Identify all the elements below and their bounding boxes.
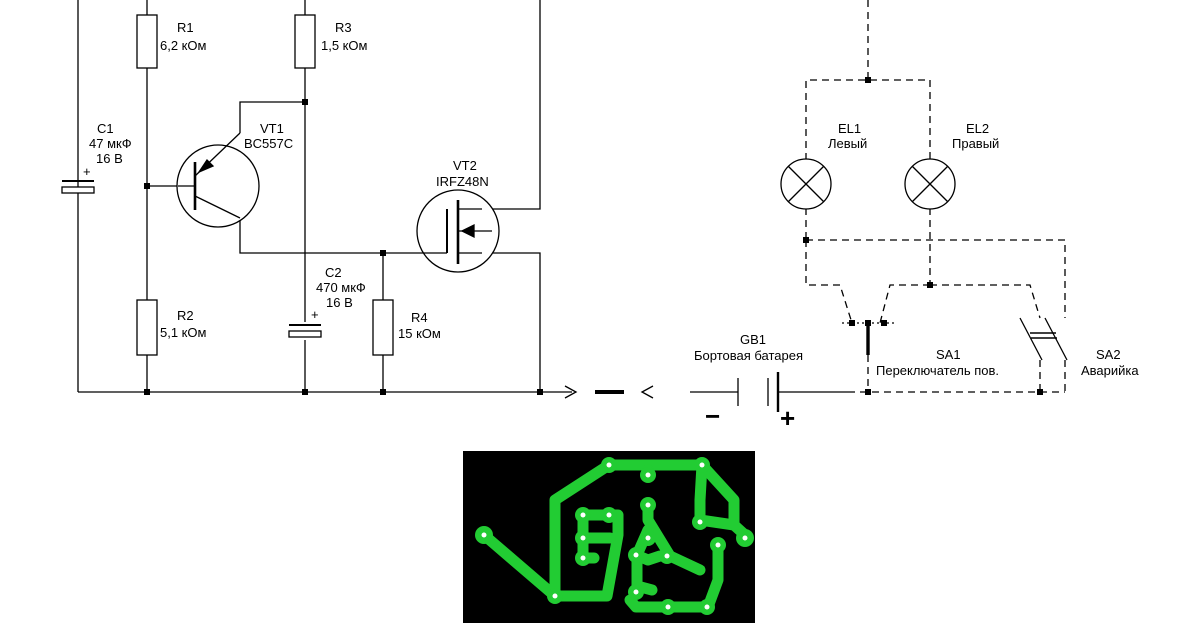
c2-voltage: 16 В (326, 295, 353, 310)
r3-value: 1,5 кОм (321, 38, 367, 53)
r2-value: 5,1 кОм (160, 325, 206, 340)
ground-connector (564, 385, 654, 399)
lamp-el1 (780, 158, 832, 210)
circuit-wires (77, 0, 848, 393)
lamp-el2 (904, 158, 956, 210)
c1-value: 47 мкФ (89, 136, 132, 151)
c2-value: 470 мкФ (316, 280, 366, 295)
resistor-r2 (136, 299, 158, 356)
el2-name: Правый (952, 136, 999, 151)
capacitor-c2 (288, 324, 322, 338)
dashed-wires (805, 0, 1066, 393)
r1-value: 6,2 кОм (160, 38, 206, 53)
el1-name: Левый (828, 136, 867, 151)
vt1-part: BC557C (244, 136, 293, 151)
c1-ref: C1 (97, 121, 114, 136)
mosfet-vt2 (416, 189, 500, 273)
battery-gb1 (737, 372, 780, 412)
vt2-part: IRFZ48N (436, 174, 489, 189)
vt2-ref: VT2 (453, 158, 477, 173)
c2-ref: C2 (325, 265, 342, 280)
el1-ref: EL1 (838, 121, 861, 136)
switch-sa2 (1019, 317, 1068, 361)
sa2-name: Аварийка (1081, 363, 1139, 378)
gb1-ref: GB1 (740, 332, 766, 347)
resistor-r1 (136, 14, 158, 69)
resistor-r4 (372, 299, 394, 356)
battery-minus-sign: − (705, 401, 720, 431)
capacitor-c1 (61, 180, 95, 194)
pcb-pad-holes (481, 462, 748, 610)
c2-polarity: + (311, 307, 319, 322)
pcb-board (463, 451, 755, 623)
sa2-ref: SA2 (1096, 347, 1121, 362)
r3-ref: R3 (335, 20, 352, 35)
c1-voltage: 16 В (96, 151, 123, 166)
transistor-vt1 (176, 132, 260, 228)
r4-value: 15 кОм (398, 326, 441, 341)
r1-ref: R1 (177, 20, 194, 35)
switch-sa1 (842, 322, 894, 355)
sa1-name: Переключатель пов. (876, 363, 999, 378)
r2-ref: R2 (177, 308, 194, 323)
el2-ref: EL2 (966, 121, 989, 136)
resistor-r3 (294, 14, 316, 69)
c1-polarity: + (83, 164, 91, 179)
junction-dots (144, 77, 1043, 395)
battery-plus-sign: + (780, 403, 795, 433)
vt1-ref: VT1 (260, 121, 284, 136)
gb1-name: Бортовая батарея (694, 348, 803, 363)
r4-ref: R4 (411, 310, 428, 325)
sa1-ref: SA1 (936, 347, 961, 362)
